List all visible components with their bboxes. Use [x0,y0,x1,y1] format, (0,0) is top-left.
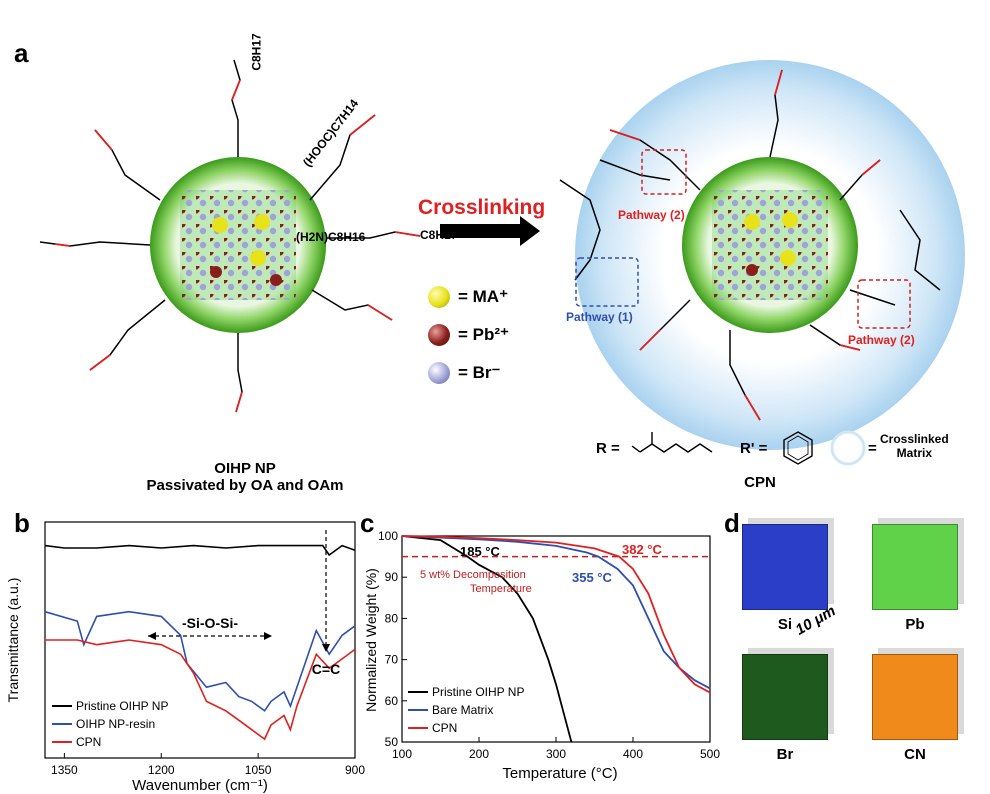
ftir-xlabel: Wavenumber (cm⁻¹) [132,777,268,794]
eds-cube-label: CN [904,746,926,763]
np-legend: = MA⁺ = Pb²⁺ = Br⁻ [428,286,509,384]
eds-cube-label: Pb [905,616,925,633]
ftir-series-line [44,610,356,712]
sios-arrowhead-right [264,632,272,640]
ftir-ylabel: Transmittance (a.u.) [5,578,21,703]
r-label: R = [596,440,620,457]
matrix-label: Crosslinked Matrix [880,432,949,460]
ann-382: 382 °C [622,542,663,557]
pathway2-label-right: Pathway (2) [848,333,915,347]
panel-a-schematic [39,59,965,466]
tga-xtick-label: 100 [392,747,412,761]
tga-chart: Normalized Weight (%) Temperature (°C) 1… [363,529,720,782]
tga-xlabel: Temperature (°C) [502,765,617,782]
tga-legend-label: Bare Matrix [432,703,493,717]
tga-ytick-label: 80 [385,611,399,625]
sios-label: -Si-O-Si- [182,615,238,631]
ma-ball-icon [428,286,450,308]
panel-c-letter: c [360,508,375,538]
rprime-label: R' = [740,440,768,457]
eds-cube-label: Si [777,616,793,633]
ftir-xtick-label: 1350 [51,763,78,777]
ftir-legend-label: CPN [76,735,101,749]
panel-b-letter: b [14,508,30,538]
eds-cube-map [872,654,958,740]
legend-br-label: = Br⁻ [458,363,501,382]
tga-series-line [401,535,711,694]
panel-a-letter: a [14,38,29,68]
ligand-label-right: C8H17 [420,228,458,242]
tga-xtick-label: 200 [469,747,489,761]
ann-355: 355 °C [572,570,613,585]
ftir-xtick-label: 900 [345,763,365,777]
ann-decomp-line2: Temperature [470,583,532,595]
matrix-symbol [830,430,866,466]
eds-cube-si: Si [734,520,844,645]
left-caption-line1: OIHP NP [214,460,276,477]
tga-ylabel: Normalized Weight (%) [363,568,379,712]
panel-d-letter: d [724,508,740,538]
tga-xtick-label: 400 [623,747,643,761]
crosslinking-label: Crosslinking [418,196,546,219]
eds-cube-map [742,654,828,740]
ann-185: 185 °C [460,544,501,559]
eds-cube-map [872,524,958,610]
tga-series-line [401,535,573,743]
eds-cube-br: Br [734,650,844,775]
tga-ytick-label: 60 [385,694,399,708]
sios-arrowhead-left [148,632,156,640]
ftir-chart: Transmittance (a.u.) Wavenumber (cm⁻¹) 1… [5,521,365,794]
tga-legend-label: CPN [432,721,457,735]
cc-label: C=C [312,661,340,677]
tga-ytick-label: 90 [385,570,399,584]
matrix-equals: = [868,440,877,457]
ligand-label-h2n: (H2N)C8H16 [296,230,366,244]
ftir-xtick-label: 1050 [245,763,272,777]
pathway1-label: Pathway (1) [566,310,633,324]
pb-ball-icon [428,324,450,346]
tga-xtick-label: 300 [546,747,566,761]
ftir-xtick-label: 1200 [148,763,175,777]
left-caption: OIHP NP Passivated by OA and OAm [80,460,410,494]
eds-cube-cn: CN [864,650,974,775]
tga-legend-label: Pristine OIHP NP [432,685,524,699]
ftir-legend-label: Pristine OIHP NP [76,699,168,713]
legend-pb: = Pb²⁺ [428,324,509,346]
r-group-structure [631,432,713,453]
tga-series-line [401,535,711,690]
tga-xtick-label: 500 [700,747,720,761]
matrix-label-line2: Matrix [896,446,933,460]
ann-decomp-line1: 5 wt% Decomposition [420,569,526,581]
eds-cube-label: Br [776,746,794,763]
eds-cube-pb: Pb [864,520,974,645]
pathway2-label-top: Pathway (2) [618,208,685,222]
eds-cube-map [742,524,828,610]
left-caption-line2: Passivated by OA and OAm [146,477,344,494]
oihp-np-left [39,59,421,413]
right-caption: CPN [744,474,776,491]
legend-pb-label: = Pb²⁺ [458,325,510,344]
benzene-ring [783,431,813,465]
legend-ma-label: = MA⁺ [458,287,509,306]
ftir-series-line [44,544,356,557]
tga-ytick-label: 70 [385,653,399,667]
tga-ytick-label: 50 [385,735,399,749]
ftir-legend-label: OIHP NP-resin [76,717,155,731]
ligand-label-top: C8H17 [249,33,264,71]
ftir-series-line [45,639,356,741]
cc-arrowhead [322,644,330,652]
cpn-right [559,60,965,450]
legend-br: = Br⁻ [428,362,509,384]
legend-ma: = MA⁺ [428,286,509,308]
matrix-label-line1: Crosslinked [880,432,949,446]
crosslinking-arrow [440,216,540,246]
tga-ytick-label: 100 [378,529,398,543]
br-ball-icon [428,362,450,384]
